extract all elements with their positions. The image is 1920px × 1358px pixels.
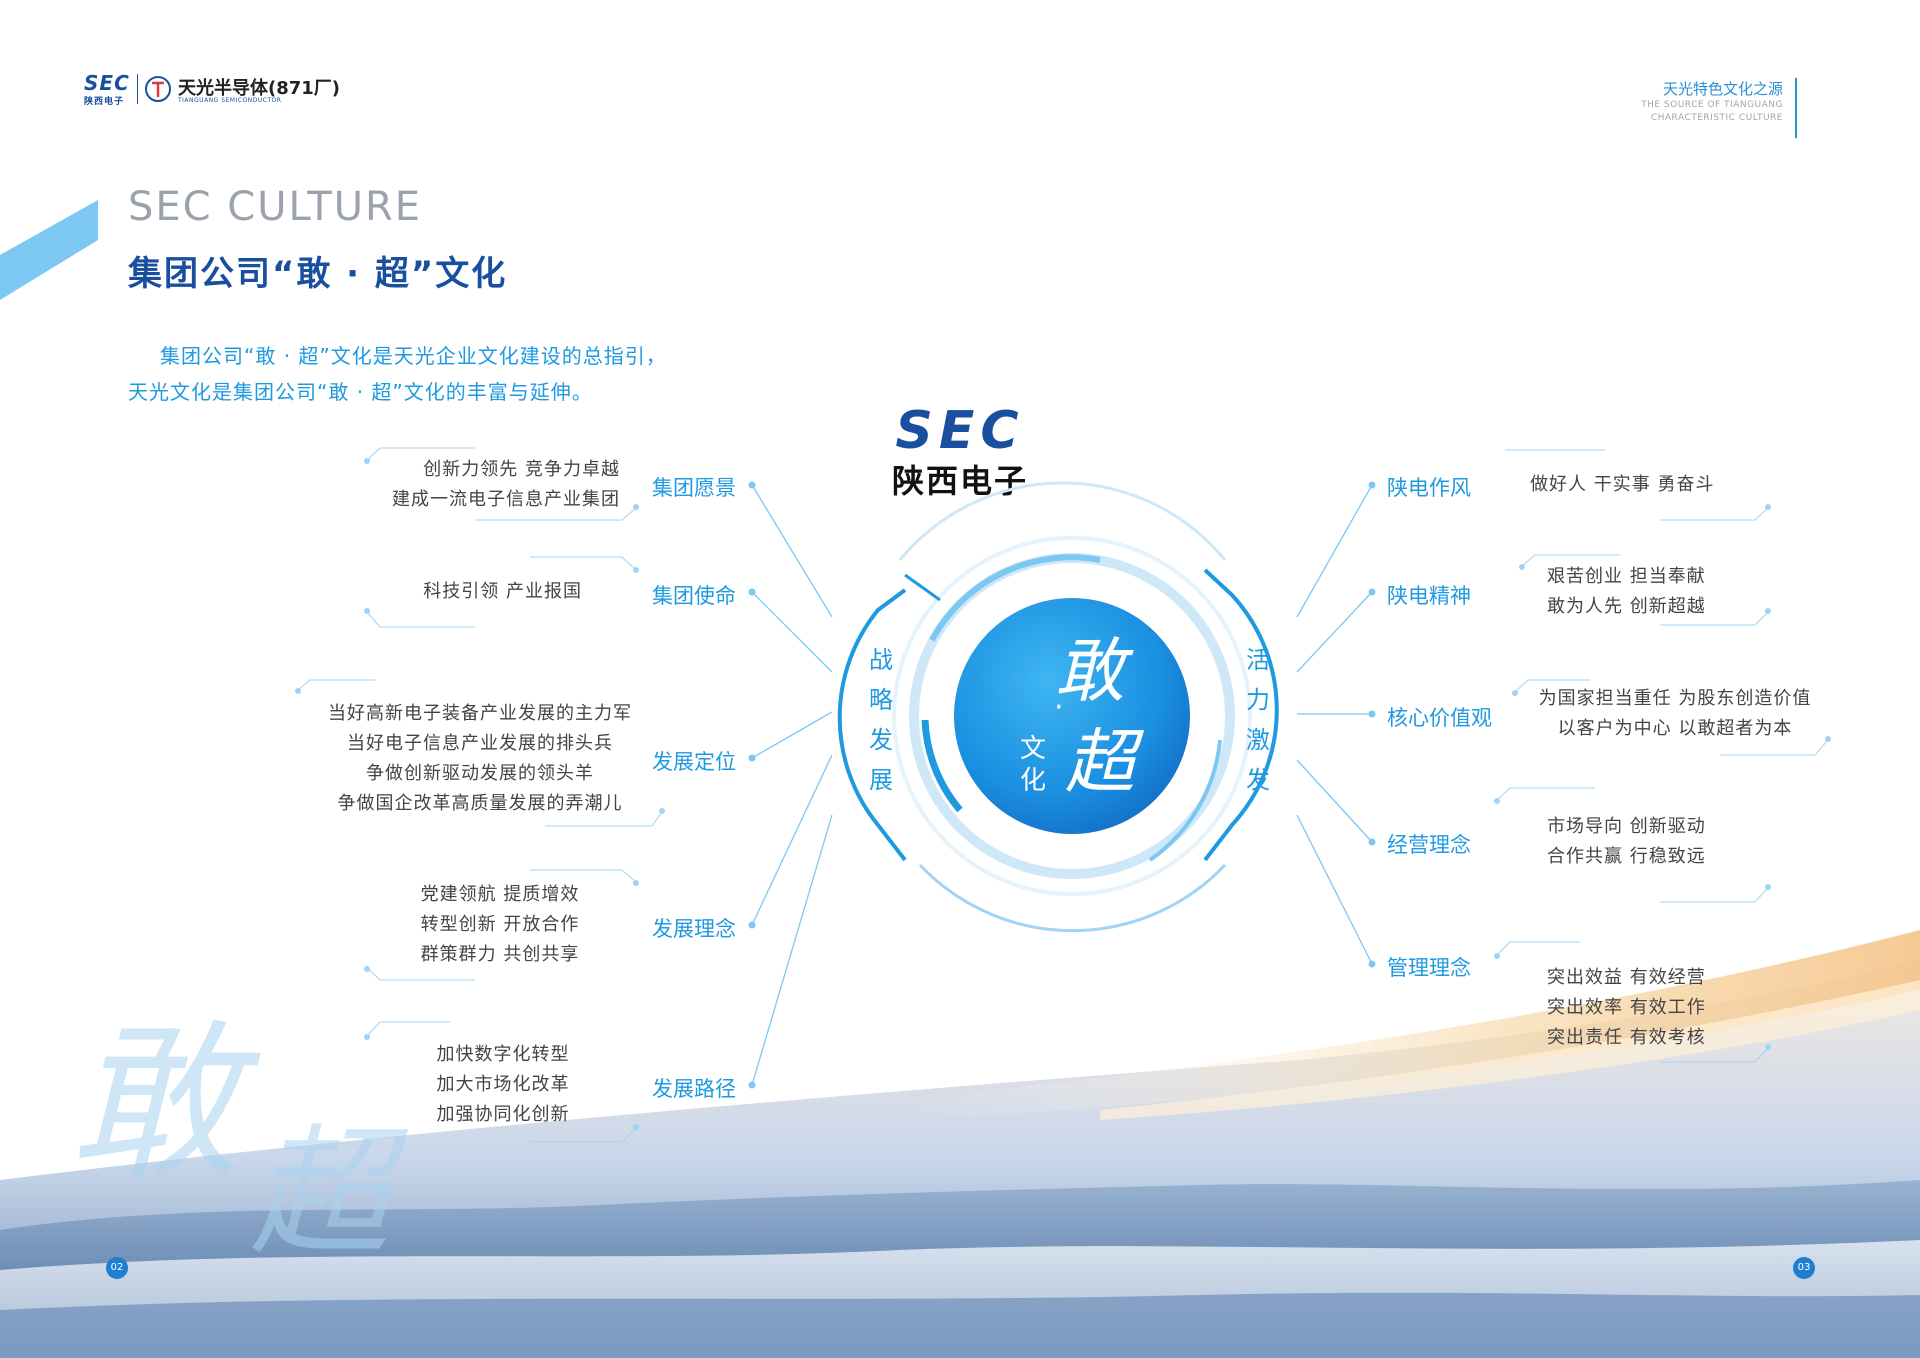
center-calligraphy-gan: 敢 (1055, 630, 1125, 712)
left-item-label-mission: 集团使命 (652, 584, 736, 608)
text-line: 党建领航 提质增效 (420, 884, 580, 905)
right-item-label-spirit: 陕电精神 (1387, 584, 1471, 608)
text-line: 转型创新 开放合作 (420, 914, 580, 935)
left-arc-char: 发 (869, 726, 893, 754)
text-line: 突出效益 有效经营 (1547, 967, 1706, 988)
text-line: 争做国企改革高质量发展的弄潮儿 (337, 793, 623, 814)
page-number-left: 02 (106, 1257, 128, 1279)
center-culture-wen: 文 (1020, 734, 1047, 764)
center-culture-hua: 化 (1020, 766, 1047, 796)
right-item-text-spirit: 艰苦创业 担当奉献 敢为人先 创新超越 (1547, 562, 1706, 622)
page-number-right: 03 (1793, 1257, 1815, 1279)
sec-logo-subtitle: 陕西电子 (84, 97, 125, 107)
text-line: 艰苦创业 担当奉献 (1547, 566, 1706, 587)
right-arc-char: 发 (1246, 766, 1270, 794)
text-line: 加大市场化改革 (436, 1074, 570, 1095)
right-item-text-management: 突出效益 有效经营 突出效率 有效工作 突出责任 有效考核 (1547, 963, 1706, 1053)
right-item-label-business: 经营理念 (1387, 833, 1471, 857)
left-item-label-philosophy: 发展理念 (652, 917, 736, 941)
left-item-text-philosophy: 党建领航 提质增效 转型创新 开放合作 群策群力 共创共享 (400, 880, 600, 970)
text-line: 做好人 干实事 勇奋斗 (1530, 474, 1715, 495)
text-line: 科技引领 产业报国 (423, 581, 582, 602)
right-item-text-style: 做好人 干实事 勇奋斗 (1530, 470, 1714, 500)
right-item-label-management: 管理理念 (1387, 956, 1471, 980)
tianguang-logo-icon (145, 76, 171, 102)
text-line: 当好高新电子装备产业发展的主力军 (328, 703, 632, 724)
right-item-label-values: 核心价值观 (1387, 706, 1492, 730)
right-arc-label: 活 力 激 发 (1243, 640, 1273, 800)
text-line: 当好电子信息产业发展的排头兵 (347, 733, 613, 754)
right-item-text-values: 为国家担当重任 为股东创造价值 以客户为中心 以敢超者为本 (1525, 684, 1825, 744)
text-line: 敢为人先 创新超越 (1547, 596, 1706, 617)
center-calligraphy-dot: · (1054, 690, 1064, 725)
background-calligraphy-chao: 超 (250, 1112, 391, 1275)
left-arc-char: 战 (869, 646, 893, 674)
text-line: 争做创新驱动发展的领头羊 (366, 763, 594, 784)
right-item-text-business: 市场导向 创新驱动 合作共赢 行稳致远 (1547, 812, 1706, 872)
text-line: 突出责任 有效考核 (1547, 1027, 1706, 1048)
text-line: 为国家担当重任 为股东创造价值 (1538, 688, 1812, 709)
text-line: 合作共赢 行稳致远 (1547, 846, 1706, 867)
text-line: 群策群力 共创共享 (420, 944, 580, 965)
text-line: 建成一流电子信息产业集团 (392, 489, 620, 510)
center-calligraphy-chao: 超 (1065, 721, 1135, 803)
page-title: 集团公司“敢 · 超”文化 (128, 254, 508, 294)
company-name-en: TIANGUANG SEMICONDUCTOR (178, 97, 282, 104)
section-title-cn: 天光特色文化之源 (1662, 80, 1783, 98)
left-arc-char: 展 (869, 766, 893, 794)
text-line: 加快数字化转型 (436, 1044, 570, 1065)
text-line: 突出效率 有效工作 (1547, 997, 1706, 1018)
right-item-label-style: 陕电作风 (1387, 476, 1471, 500)
text-line: 加强协同化创新 (436, 1104, 570, 1125)
right-arc-char: 激 (1246, 726, 1270, 754)
left-arc-label: 战 略 发 展 (866, 640, 896, 800)
sec-logo: SEC (84, 71, 130, 95)
intro-line-1: 集团公司“敢 · 超”文化是天光企业文化建设的总指引， (160, 344, 667, 368)
text-line: 创新力领先 竞争力卓越 (423, 459, 620, 480)
background-calligraphy-gan: 敢 (70, 1005, 241, 1203)
left-item-label-vision: 集团愿景 (652, 476, 736, 500)
text-line: 市场导向 创新驱动 (1547, 816, 1706, 837)
left-item-text-path: 加快数字化转型 加大市场化改革 加强协同化创新 (408, 1040, 598, 1130)
text-line: 以客户为中心 以敢超者为本 (1557, 718, 1793, 739)
left-item-text-mission: 科技引领 产业报国 (423, 577, 582, 607)
section-title-en-line2: CHARACTERISTIC CULTURE (1650, 113, 1783, 123)
section-title-bar (1795, 78, 1797, 138)
intro-line-2: 天光文化是集团公司“敢 · 超”文化的丰富与延伸。 (128, 380, 593, 404)
center-sec-logo: SEC (895, 401, 1025, 461)
right-arc-char: 活 (1246, 646, 1270, 674)
left-item-text-vision: 创新力领先 竞争力卓越 建成一流电子信息产业集团 (392, 455, 620, 515)
section-title-en-line1: THE SOURCE OF TIANGUANG (1641, 100, 1783, 110)
right-arc-char: 力 (1246, 686, 1270, 714)
sec-culture-heading: SEC CULTURE (128, 184, 423, 230)
company-name: 天光半导体(871厂) (178, 78, 341, 99)
logo-divider (137, 74, 138, 104)
left-arc-char: 略 (869, 686, 893, 714)
left-item-label-path: 发展路径 (652, 1077, 736, 1101)
center-sec-logo-cn: 陕西电子 (891, 462, 1028, 500)
left-item-label-positioning: 发展定位 (652, 750, 736, 774)
left-item-text-positioning: 当好高新电子装备产业发展的主力军 当好电子信息产业发展的排头兵 争做创新驱动发展… (310, 699, 650, 819)
